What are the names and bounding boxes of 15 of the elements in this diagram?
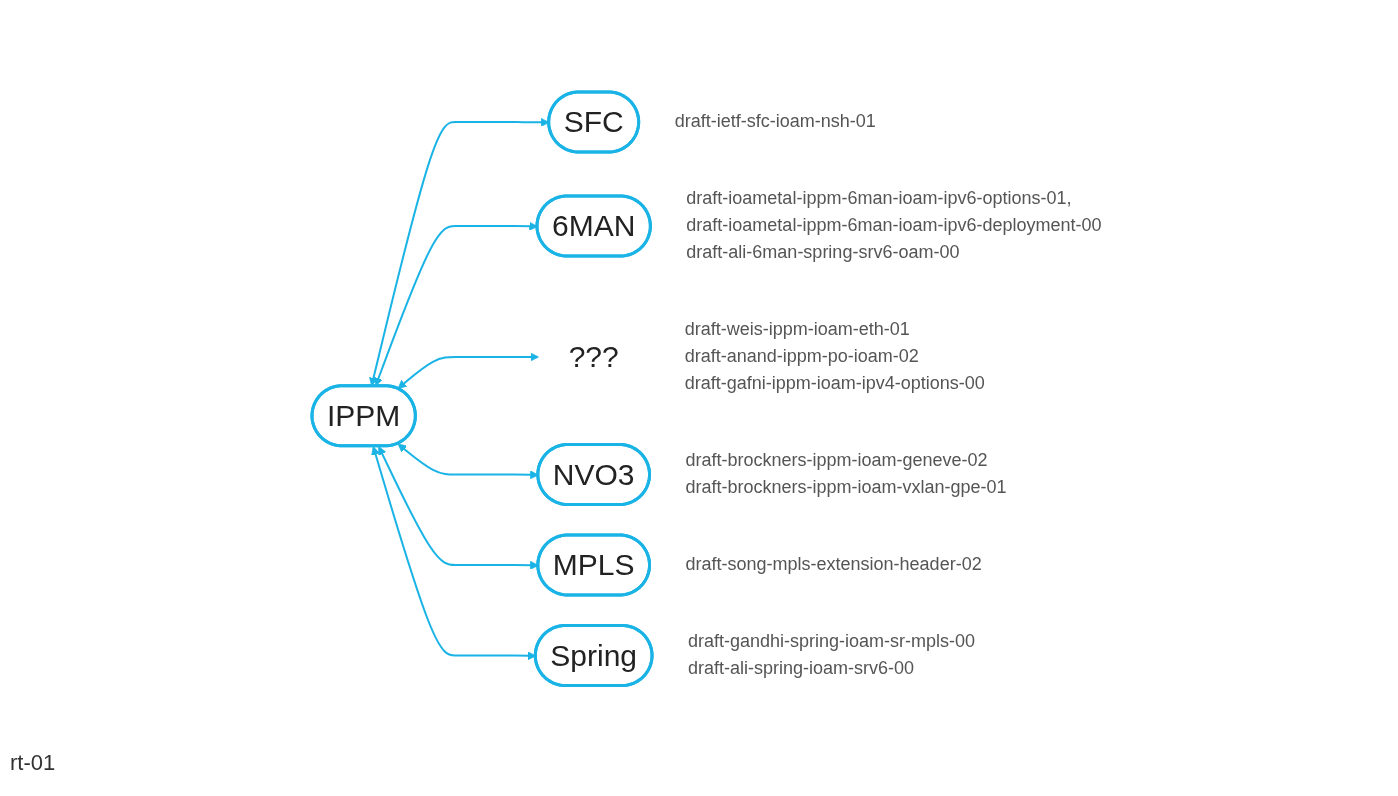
- node-label: draft-weis-ippm-ioam-eth-01: [685, 319, 911, 340]
- node-label: draft-anand-ippm-po-ioam-02: [685, 346, 920, 367]
- arrow: [398, 352, 540, 390]
- node-label: draft-song-mpls-extension-header-02: [685, 554, 983, 575]
- node-label: draft-ali-spring-ioam-srv6-00: [688, 658, 915, 679]
- node-label: draft-brockners-ippm-ioam-geneve-02: [685, 450, 989, 471]
- node-text: ???: [569, 340, 620, 374]
- node-label: draft-ioametal-ippm-6man-ioam-ipv6-options-01,: [686, 188, 1072, 209]
- node-label: draft-gandhi-spring-ioam-sr-mpls-00: [688, 631, 976, 652]
- node-label: draft-ali-6man-spring-srv6-oam-00: [686, 242, 960, 263]
- node-label: draft-brockners-ippm-ioam-vxlan-gpe-01: [685, 477, 1008, 498]
- node-label: draft-ioametal-ippm-6man-ioam-ipv6-deployment-00: [686, 215, 1102, 236]
- node-label: draft-gafni-ippm-ioam-ipv4-options-00: [685, 373, 986, 394]
- note-text: rt-01: [10, 750, 56, 776]
- node-label: draft-ietf-sfc-ioam-nsh-01: [675, 111, 877, 132]
